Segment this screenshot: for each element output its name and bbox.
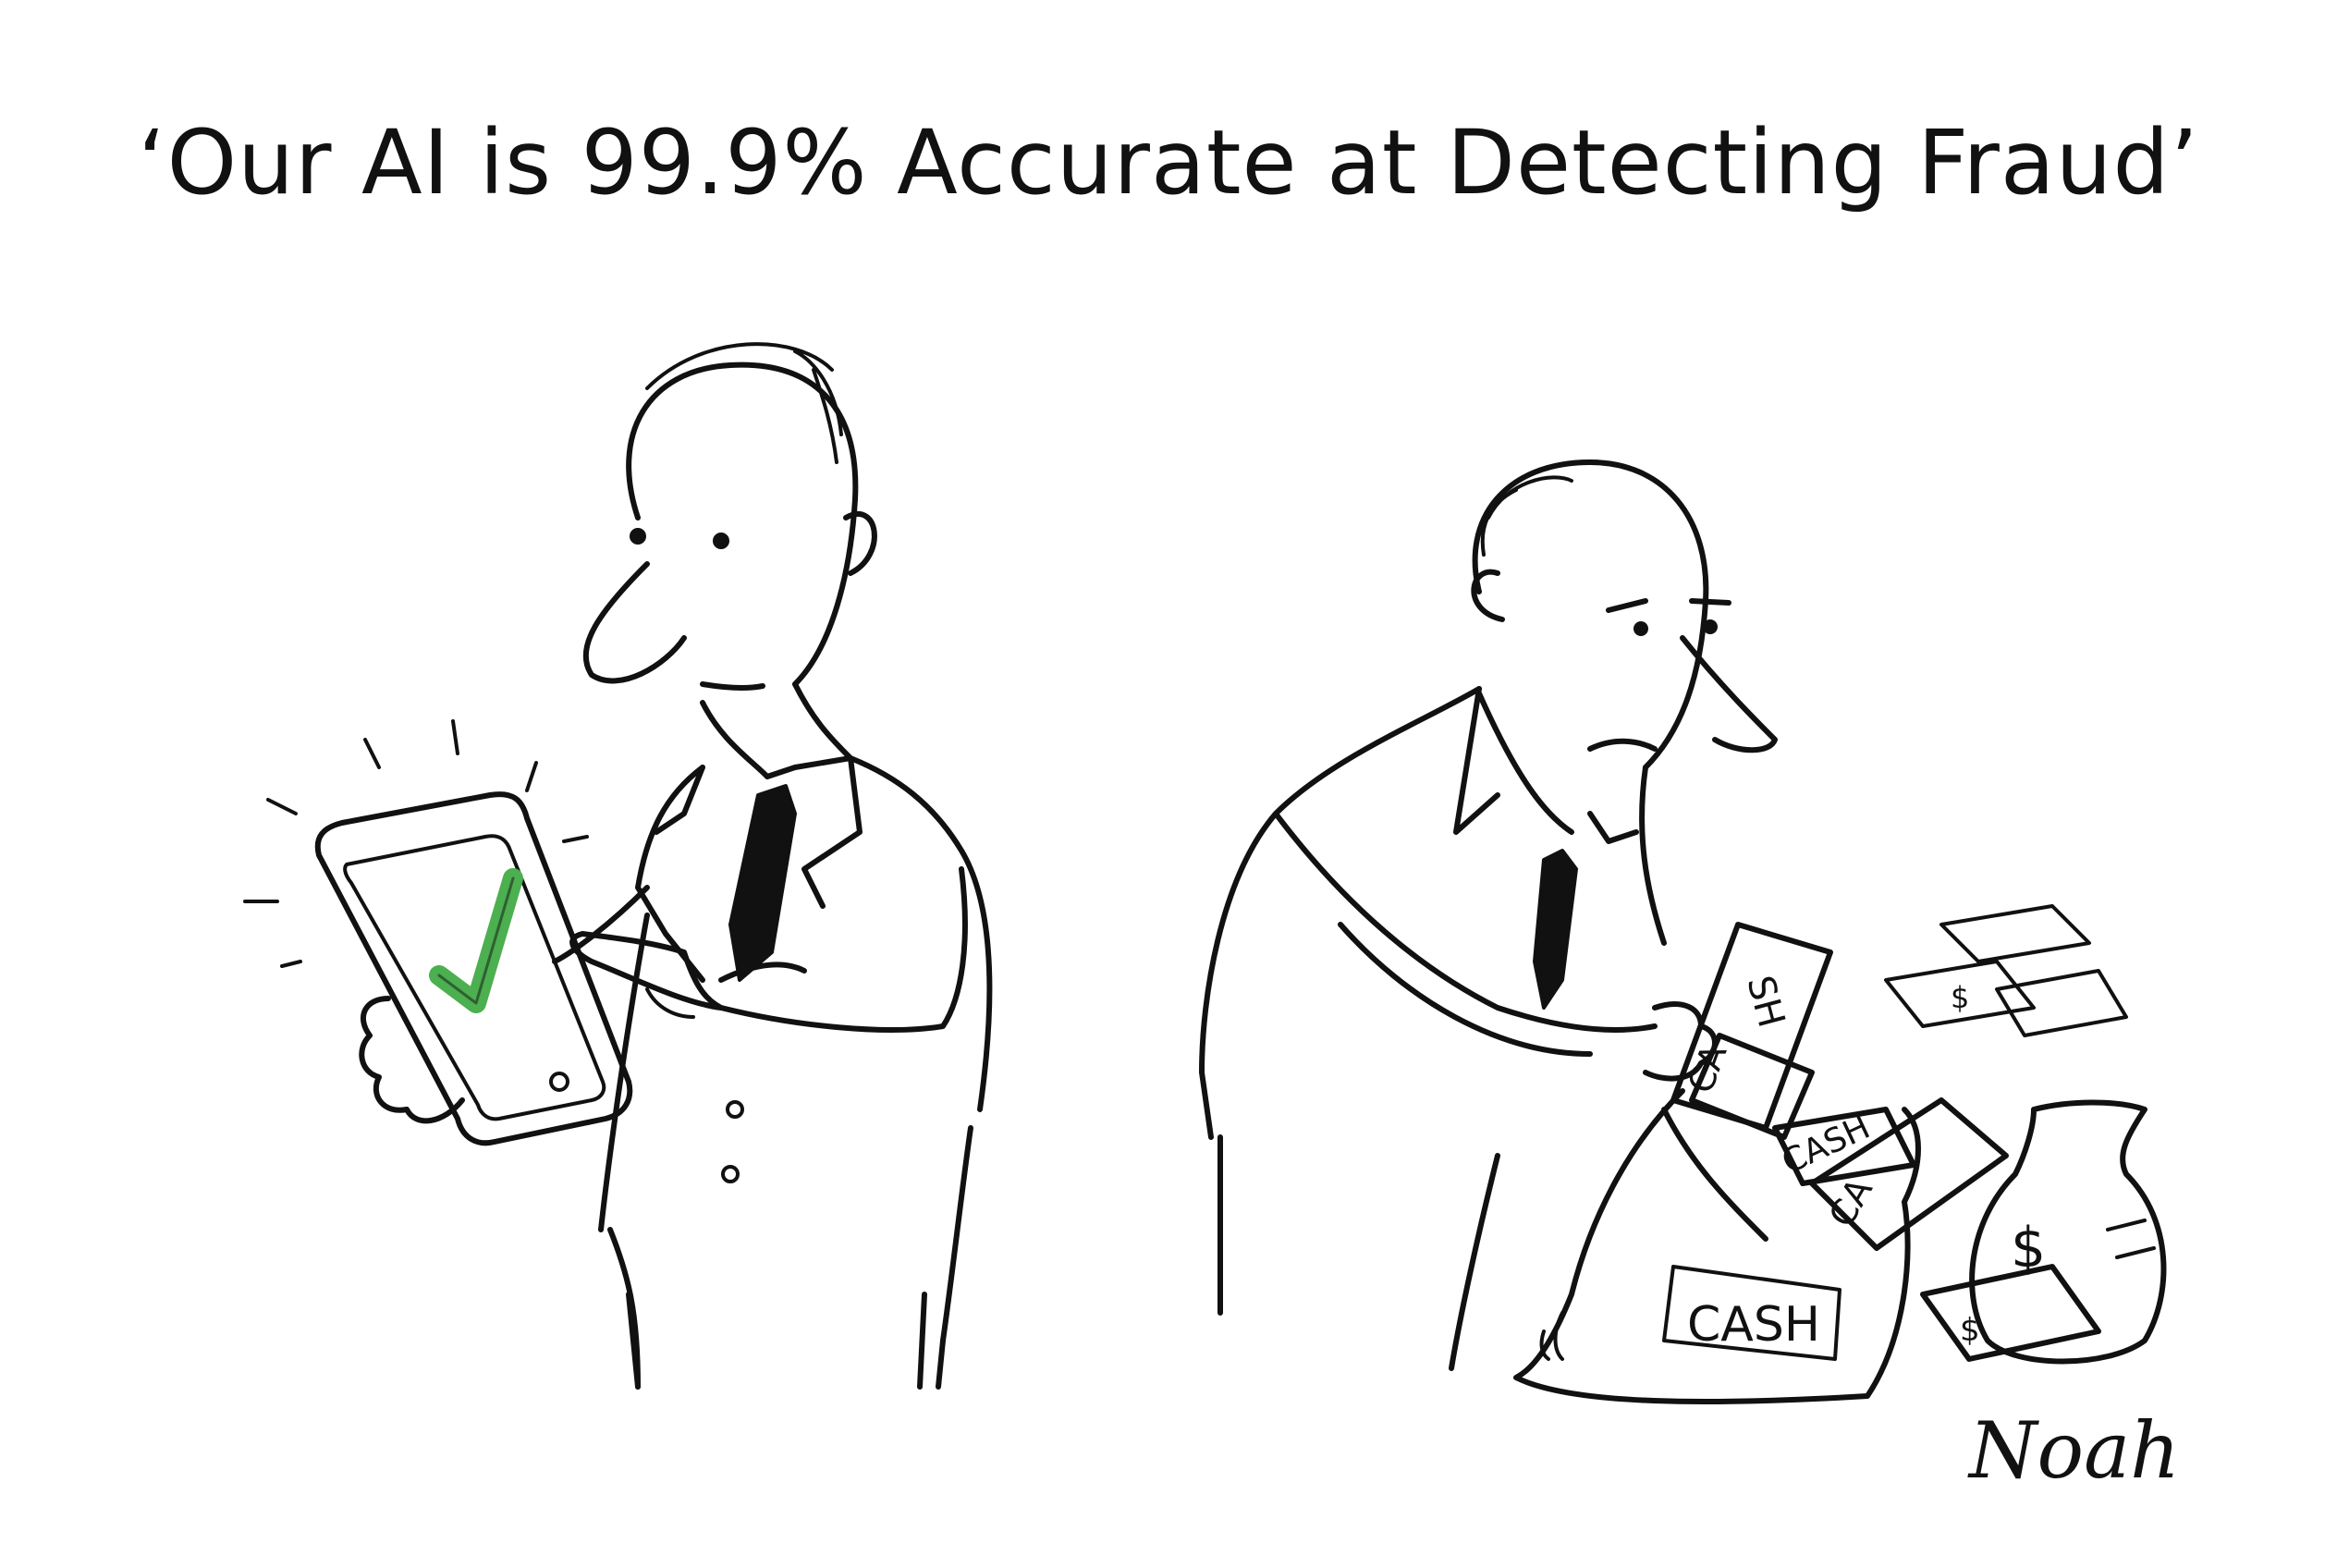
- dollar-sign: $: [1960, 1312, 1980, 1349]
- left-man-figure: [552, 342, 993, 1390]
- money-sack: CASH: [1513, 1088, 1921, 1404]
- tablet-device: [243, 719, 633, 1146]
- cash-sack-label: CASH: [1687, 1297, 1820, 1353]
- cash-bundle-label: SH: [1738, 972, 1793, 1032]
- dollar-sign: $: [1951, 980, 1969, 1015]
- right-man-figure: [1199, 459, 1778, 1371]
- cash-bundle-label: CA: [1680, 1039, 1734, 1098]
- cartoon-caption: ‘Our AI is 99.9% Accurate at Detecting F…: [138, 111, 2199, 214]
- artist-signature: Noah: [1969, 1405, 2181, 1496]
